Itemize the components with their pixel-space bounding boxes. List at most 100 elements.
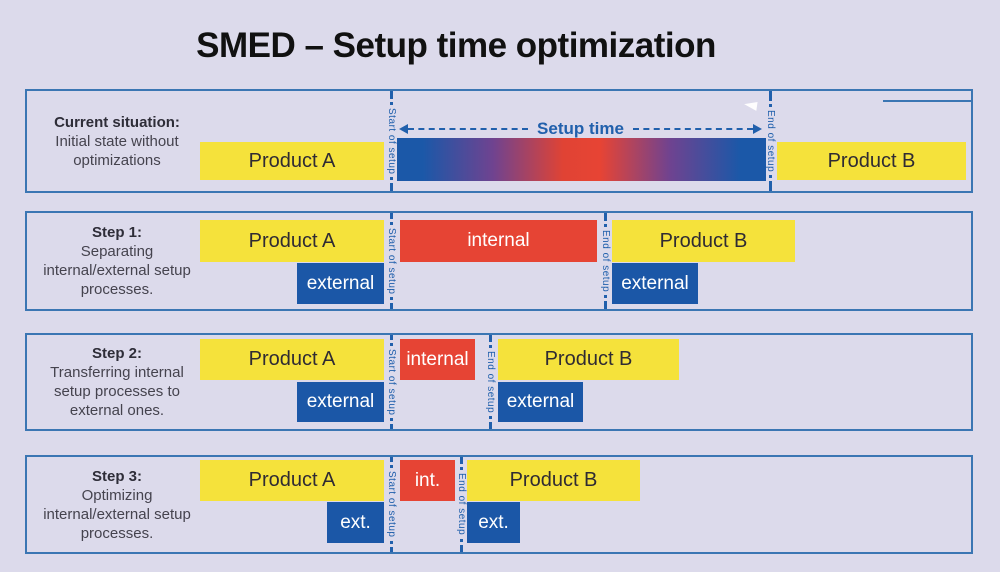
- product-b-label: Product B: [659, 229, 748, 252]
- external-label: external: [306, 391, 375, 412]
- caption-line: Separating: [80, 243, 154, 260]
- panel-caption: Step 3: Optimizing internal/external set…: [31, 457, 203, 552]
- external-setup-bar-right: external: [612, 263, 698, 304]
- arrowhead-right-icon: [753, 124, 762, 134]
- caption-line: external ones.: [69, 402, 165, 419]
- panel-current-situation: Current situation: Initial state without…: [25, 89, 973, 193]
- product-b-bar: Product B: [612, 220, 795, 262]
- panel-step-1: Step 1: Separating internal/external set…: [25, 211, 973, 311]
- setup-time-arrow: Setup time: [399, 119, 762, 138]
- divider-dash: [389, 213, 393, 219]
- divider-dot: [768, 103, 772, 107]
- divider-dot: [459, 467, 463, 471]
- product-b-bar: Product B: [777, 142, 966, 180]
- divider-dot: [389, 540, 393, 544]
- product-a-label: Product A: [248, 149, 336, 172]
- divider-dash: [389, 546, 393, 552]
- product-a-bar: Product A: [200, 142, 384, 180]
- caption-title: Step 1:: [91, 224, 142, 241]
- caption-line: Initial state without: [55, 132, 179, 150]
- divider-dot: [389, 177, 393, 181]
- divider-dash: [389, 424, 393, 429]
- external-setup-bar-right: external: [498, 382, 583, 422]
- end-of-setup-label: End of setup: [456, 473, 467, 536]
- product-b-bar: Product B: [467, 460, 640, 501]
- product-a-label: Product A: [248, 229, 336, 252]
- caption-title: Current situation:: [54, 113, 180, 131]
- caption-line: internal/external setup: [43, 262, 191, 279]
- end-of-setup-label: End of setup: [600, 229, 611, 293]
- end-of-setup-label: End of setup: [485, 350, 496, 414]
- divider-dash: [389, 303, 393, 309]
- internal-label: int.: [414, 469, 441, 491]
- divider-dot: [389, 342, 393, 346]
- start-of-setup-line: Start of setup: [384, 213, 398, 309]
- product-b-label: Product B: [509, 469, 598, 491]
- caption-line: internal/external setup: [43, 505, 191, 523]
- panel-caption: Step 1: Separating internal/external set…: [31, 213, 203, 309]
- end-of-setup-line: End of setup: [763, 91, 777, 191]
- divider-dot: [389, 297, 393, 301]
- setup-time-label: Setup time: [537, 119, 624, 138]
- divider-dot: [459, 538, 463, 542]
- caption-line: optimizations: [73, 151, 161, 169]
- caption-title: Step 3:: [91, 467, 142, 485]
- divider-dash: [389, 457, 393, 463]
- panel-step-3: Step 3: Optimizing internal/external set…: [25, 455, 973, 554]
- external-setup-bar-left: external: [297, 382, 384, 422]
- dashed-line: [408, 128, 529, 130]
- divider-dot: [389, 465, 393, 469]
- caption-line: Transferring internal: [50, 364, 184, 381]
- caption-line: processes.: [80, 524, 154, 542]
- external-label: ext.: [340, 511, 371, 533]
- start-of-setup-label: Start of setup: [386, 227, 397, 295]
- dashed-line: [632, 128, 753, 130]
- external-label: external: [621, 272, 689, 294]
- external-setup-bar-left: ext.: [327, 502, 384, 543]
- caption-line: setup processes to: [54, 383, 180, 400]
- end-of-setup-line: End of setup: [454, 457, 468, 552]
- product-b-label: Product B: [827, 149, 916, 172]
- sketch-line: [883, 100, 971, 102]
- internal-label: internal: [467, 230, 530, 251]
- mouse-cursor-icon: [743, 100, 758, 111]
- divider-dash: [389, 91, 393, 99]
- setup-gradient-bar: [397, 138, 766, 181]
- caption-line: processes.: [80, 281, 154, 298]
- external-label: external: [506, 391, 575, 412]
- divider-dash: [459, 544, 463, 552]
- divider-dot: [488, 344, 492, 348]
- product-a-bar: Product A: [200, 220, 384, 262]
- divider-dash: [459, 457, 463, 465]
- divider-dash: [603, 301, 607, 309]
- divider-dot: [389, 221, 393, 225]
- internal-setup-bar: internal: [400, 220, 597, 262]
- caption-line: Optimizing: [81, 486, 153, 504]
- divider-dot: [768, 175, 772, 179]
- divider-dash: [488, 335, 492, 342]
- panel-caption: Current situation: Initial state without…: [31, 91, 203, 191]
- start-of-setup-line: Start of setup: [384, 457, 398, 552]
- divider-dash: [488, 422, 492, 429]
- product-a-label: Product A: [248, 348, 336, 370]
- end-of-setup-line: End of setup: [483, 335, 497, 429]
- product-a-label: Product A: [248, 469, 336, 491]
- divider-dot: [389, 101, 393, 105]
- start-of-setup-label: Start of setup: [386, 471, 397, 538]
- product-b-bar: Product B: [498, 339, 679, 380]
- end-of-setup-line: End of setup: [598, 213, 612, 309]
- external-setup-bar-right: ext.: [467, 502, 520, 543]
- divider-dot: [389, 418, 393, 422]
- divider-dot: [488, 416, 492, 420]
- internal-setup-bar: int.: [400, 460, 455, 501]
- internal-label: internal: [406, 348, 469, 370]
- divider-dot: [603, 295, 607, 299]
- start-of-setup-line: Start of setup: [384, 335, 398, 429]
- panel-caption: Step 2: Transferring internal setup proc…: [31, 335, 203, 429]
- start-of-setup-label: Start of setup: [386, 348, 397, 416]
- divider-dash: [768, 181, 772, 191]
- external-setup-bar-left: external: [297, 263, 384, 304]
- external-label: external: [306, 272, 375, 294]
- divider-dash: [389, 335, 393, 340]
- product-a-bar: Product A: [200, 339, 384, 380]
